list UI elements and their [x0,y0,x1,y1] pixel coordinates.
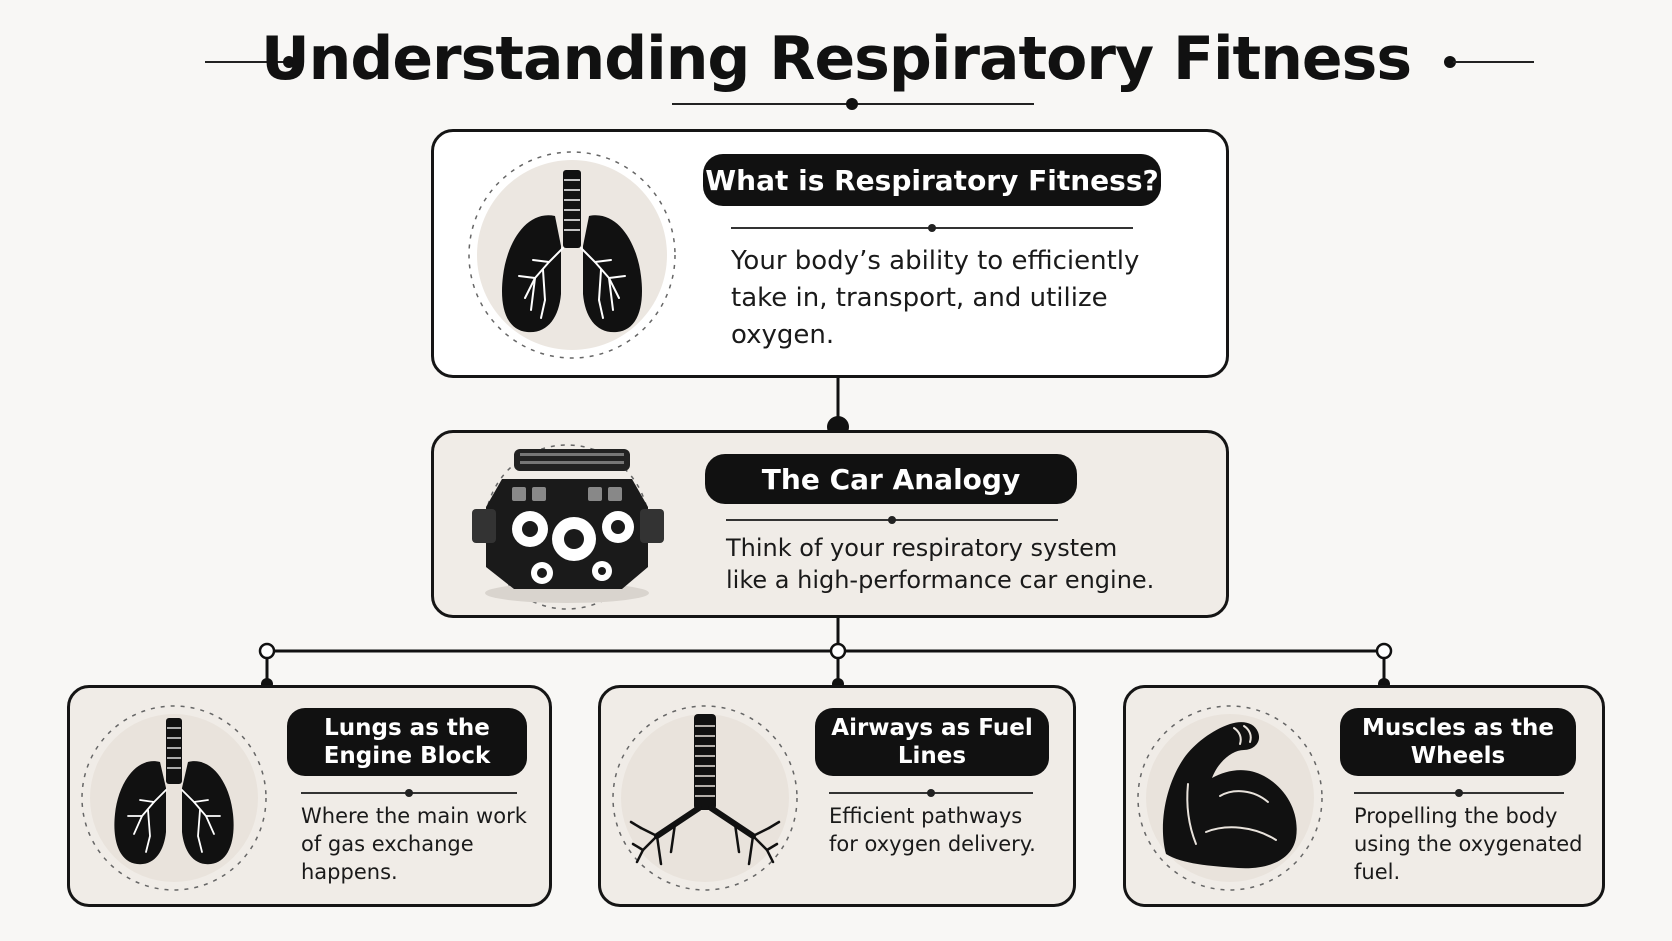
analogy-separator [726,516,1058,524]
component-card-lungs: Lungs as the Engine Block Where the main… [67,685,552,907]
component-separator [301,789,517,797]
lungs-icon [463,150,681,360]
component-separator [1354,789,1564,797]
component-text: Propelling the body using the oxygenated… [1354,804,1583,884]
analogy-text: Think of your respiratory system like a … [726,534,1155,594]
page-title: Understanding Respiratory Fitness [260,24,1412,94]
branch-node-1 [258,642,276,660]
analogy-heading: The Car Analogy [705,454,1077,504]
branch-node-2 [829,642,847,660]
component-card-airways: Airways as Fuel Lines Efficient pathways… [598,685,1076,907]
lungs-icon [80,704,268,892]
component-separator [829,789,1033,797]
title-rule-right-dot [1444,56,1456,68]
definition-heading: What is Respiratory Fitness? [703,154,1161,206]
component-heading: Muscles as the Wheels [1340,708,1576,776]
component-text: Efficient pathways for oxygen delivery. [829,804,1036,856]
definition-separator [731,224,1133,232]
component-heading: Airways as Fuel Lines [815,708,1049,776]
definition-card: What is Respiratory Fitness? Your body’s… [431,129,1229,378]
flexed-arm-icon [1136,704,1324,892]
component-text: Where the main work of gas exchange happ… [301,804,527,884]
analogy-card: The Car Analogy Think of your respirator… [431,430,1229,618]
branch-node-3 [1375,642,1393,660]
title-rule-left-dot [283,56,295,68]
car-engine-icon [462,443,672,611]
component-heading: Lungs as the Engine Block [287,708,527,776]
airways-icon [611,704,799,892]
component-card-muscles: Muscles as the Wheels Propelling the bod… [1123,685,1605,907]
definition-text: Your body’s ability to efficiently take … [731,246,1140,350]
title-underline-dot [846,98,858,110]
